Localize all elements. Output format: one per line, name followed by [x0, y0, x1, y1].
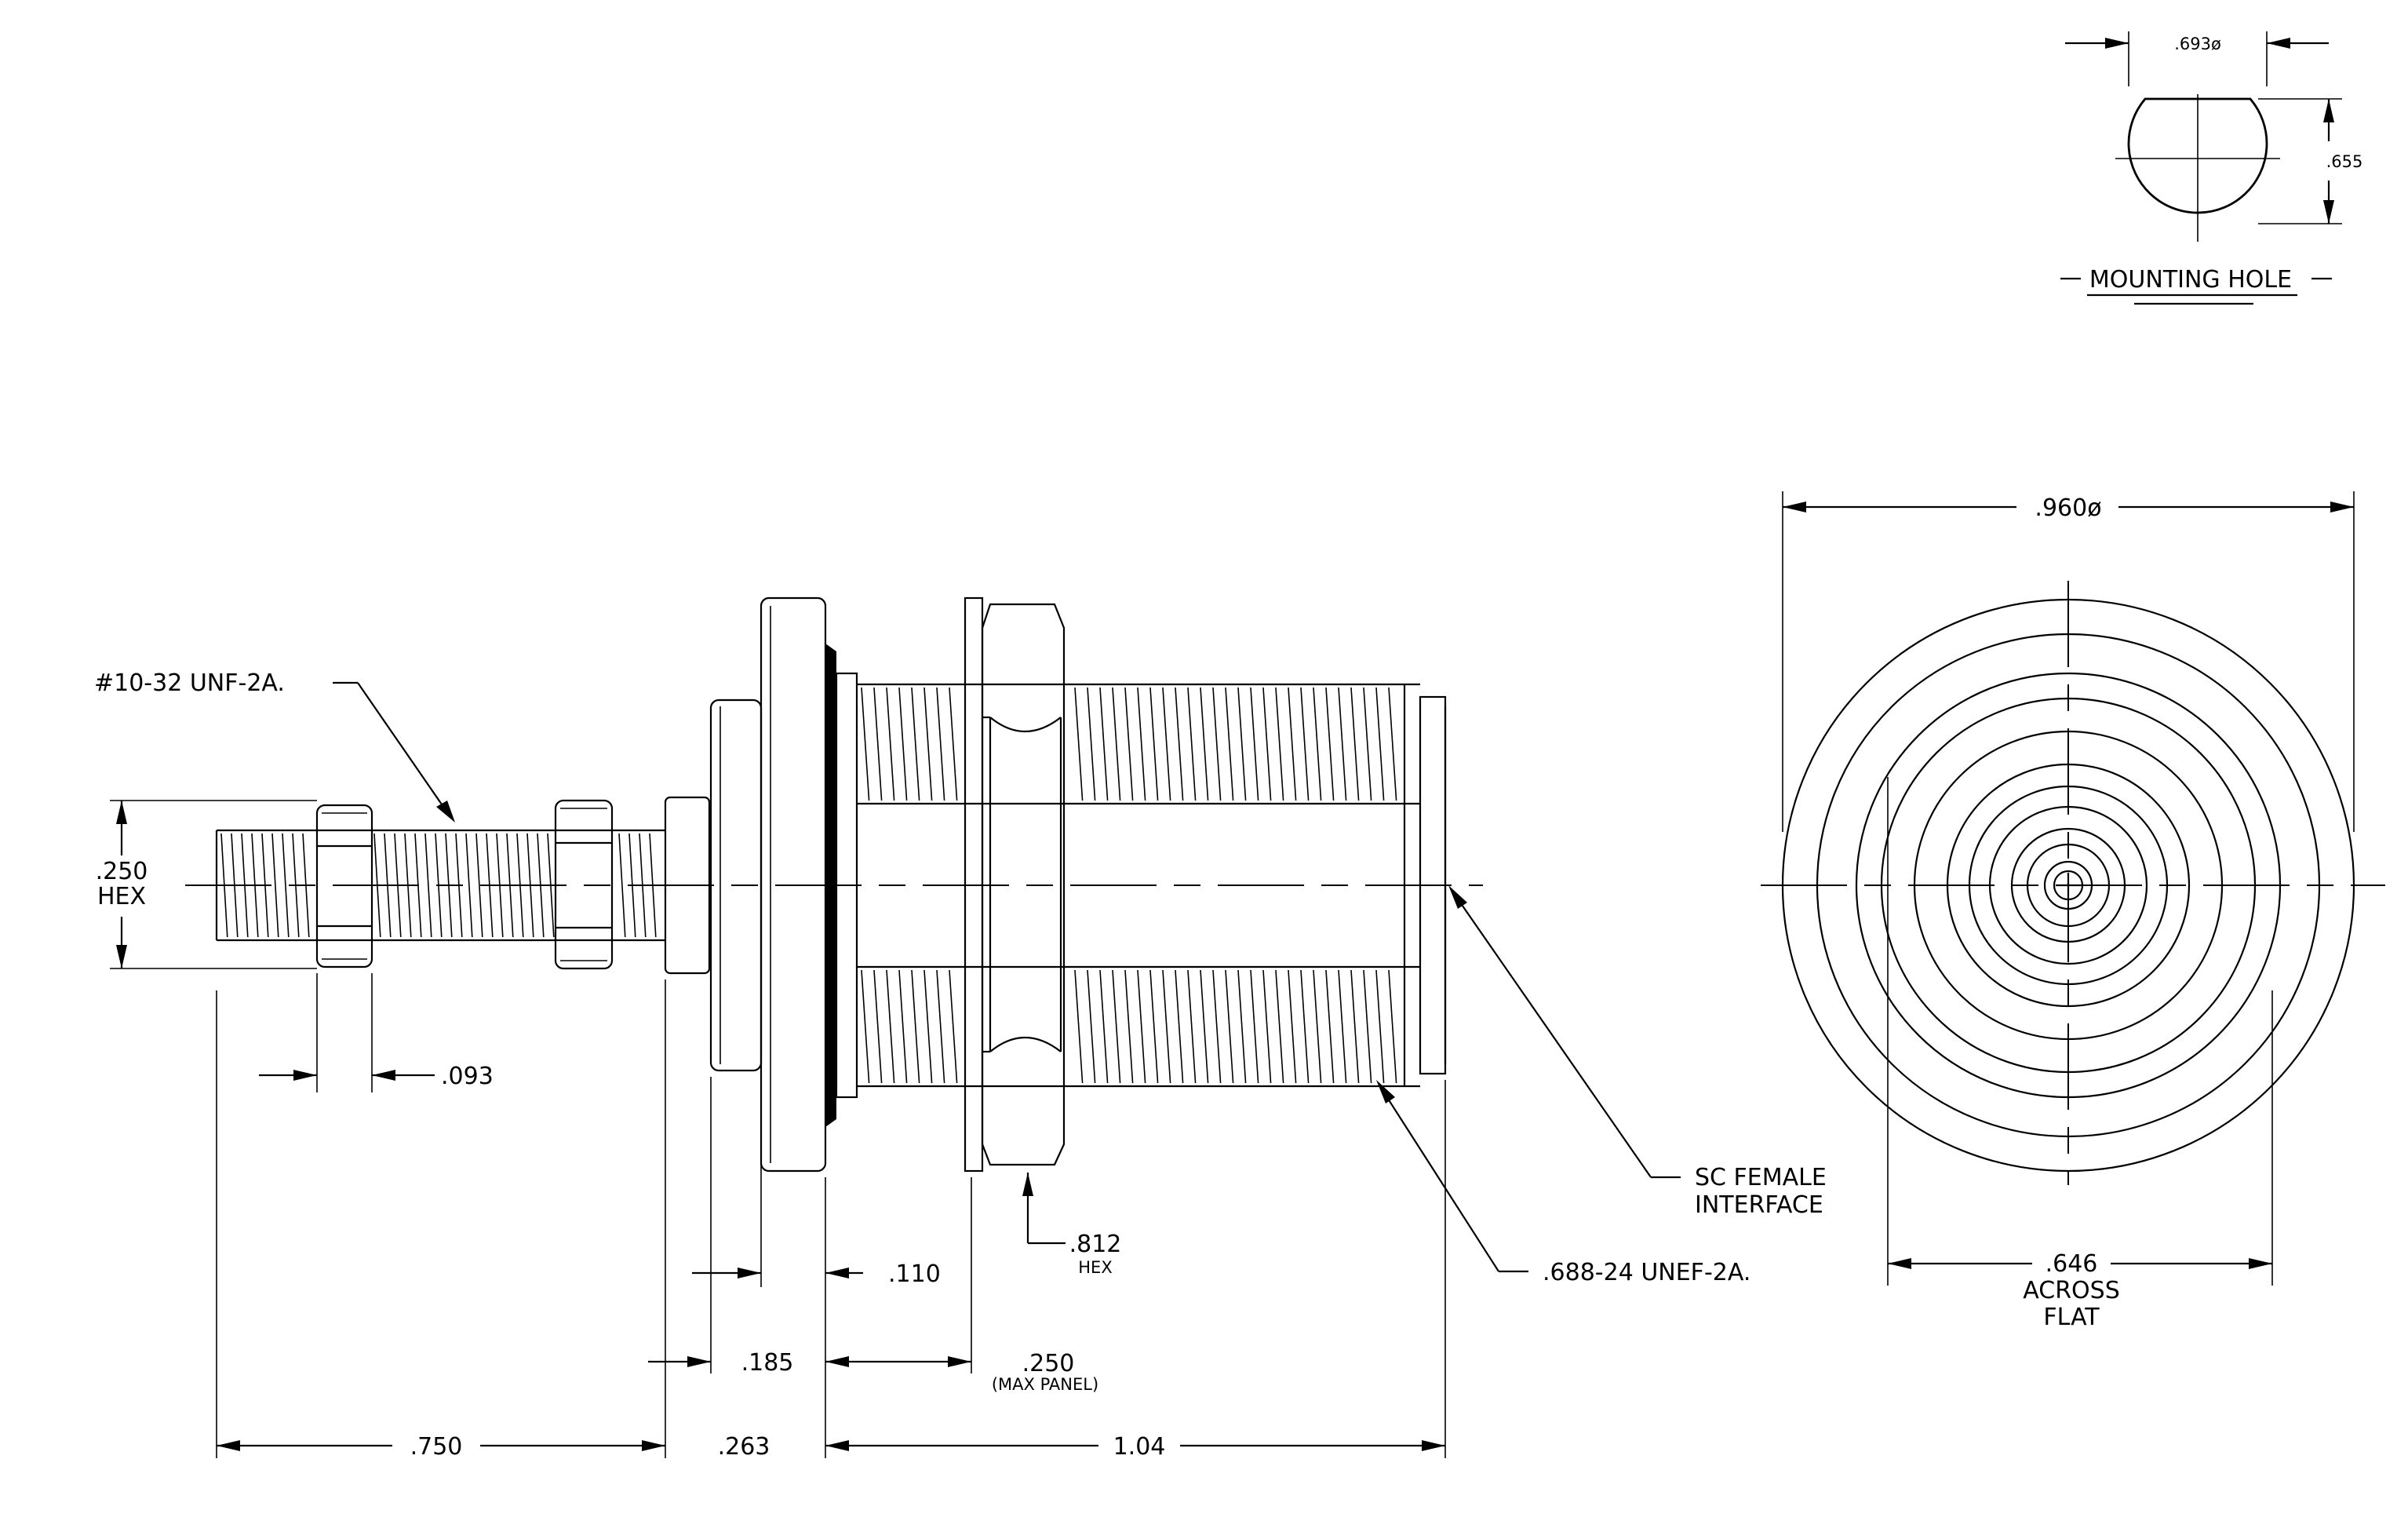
- across-flat-line2: FLAT: [2043, 1304, 2100, 1331]
- end-view: .960ø .646 ACROSS FLAT: [1761, 491, 2385, 1331]
- dim-104: 1.04: [1113, 1433, 1166, 1461]
- small-hex-nut-left: [315, 804, 373, 968]
- thread-small-label: #10-32 UNF-2A.: [94, 669, 285, 697]
- interface-line1: SC FEMALE: [1695, 1164, 1827, 1191]
- hex-small-value: .250: [96, 858, 148, 885]
- dim-185: .185: [741, 1349, 794, 1377]
- mounting-hole-flat-dim: .655: [2326, 152, 2363, 171]
- across-flat-value: .646: [2046, 1250, 2098, 1278]
- large-hex-nut: [981, 603, 1066, 1166]
- side-view: #10-32 UNF-2A. .250 HEX .093 .: [94, 596, 1827, 1461]
- hex-large-unit: HEX: [1078, 1258, 1112, 1277]
- dim-250-panel: .250: [1022, 1350, 1075, 1377]
- small-hex-nut-right: [554, 799, 614, 970]
- thread-large-label: .688-24 UNEF-2A.: [1543, 1259, 1750, 1286]
- gasket: [825, 644, 836, 1127]
- dim-263: .263: [718, 1433, 770, 1461]
- across-flat-line1: ACROSS: [2023, 1277, 2120, 1304]
- hex-large-value: .812: [1069, 1231, 1122, 1258]
- interface-line2: INTERFACE: [1695, 1191, 1823, 1219]
- end-view-circle-flange: [1781, 598, 2355, 1173]
- dim-093: .093: [441, 1063, 494, 1090]
- dim-110: .110: [888, 1260, 941, 1288]
- max-panel-label: (MAX PANEL): [992, 1375, 1098, 1394]
- body-step-rear: [664, 796, 711, 975]
- hex-small-unit: HEX: [97, 883, 146, 910]
- mounting-hole-diameter: .693ø: [2174, 35, 2221, 53]
- dim-750: .750: [410, 1433, 463, 1461]
- large-thread-body: [857, 683, 1420, 1088]
- mounting-hole-title: MOUNTING HOLE: [2089, 266, 2292, 294]
- mounting-hole-outline: [2127, 97, 2268, 214]
- small-thread-stud: [215, 829, 665, 942]
- end-view-diameter: .960ø: [2035, 494, 2101, 522]
- mounting-hole-detail: .693ø .655 MOUNTING HOLE: [2060, 31, 2363, 305]
